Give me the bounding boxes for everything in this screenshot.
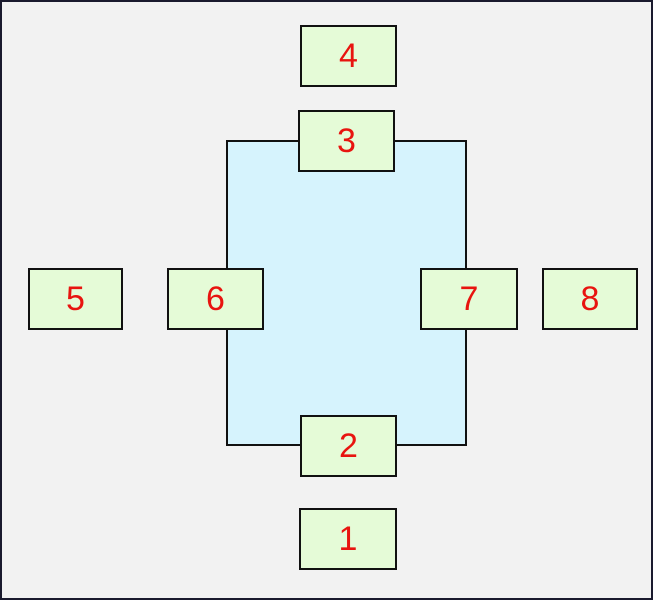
box-label: 7 — [459, 279, 479, 318]
box-7: 7 — [420, 268, 518, 330]
box-2: 2 — [300, 415, 397, 477]
box-4: 4 — [300, 25, 397, 87]
box-6: 6 — [167, 268, 264, 330]
box-5: 5 — [28, 268, 123, 330]
box-label: 8 — [580, 279, 600, 318]
box-label: 4 — [339, 36, 358, 75]
box-label: 1 — [338, 519, 358, 558]
box-8: 8 — [542, 268, 638, 330]
box-label: 3 — [337, 121, 356, 160]
box-3: 3 — [298, 110, 395, 172]
box-label: 6 — [206, 279, 225, 318]
box-label: 2 — [339, 426, 358, 465]
box-1: 1 — [299, 508, 397, 570]
box-label: 5 — [66, 279, 85, 318]
